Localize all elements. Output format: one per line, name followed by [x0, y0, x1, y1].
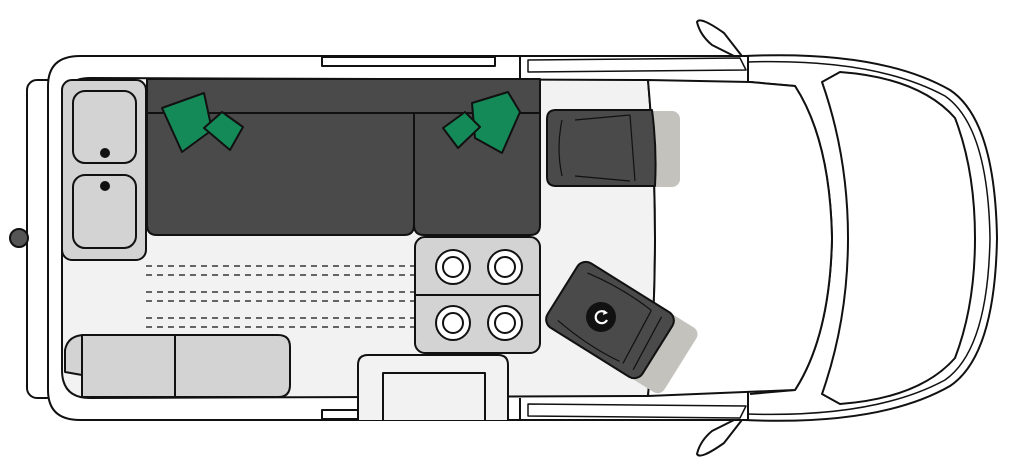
cab-outline-inner	[747, 60, 991, 416]
window-top	[321, 56, 496, 67]
entry-step-inner	[382, 372, 486, 420]
driver-seat	[546, 109, 657, 187]
mirror-top	[696, 19, 746, 61]
sofa-seat-right	[413, 112, 541, 236]
cushion-2	[203, 111, 244, 151]
bed-extension-lines	[146, 265, 414, 328]
cushion-4	[442, 111, 481, 149]
sink-bottom	[72, 174, 137, 249]
cab-floor	[647, 79, 833, 397]
driver-seat-lines	[558, 114, 636, 182]
sink-top	[72, 90, 137, 164]
rear-door-handle	[9, 228, 29, 248]
front-door-bottom	[527, 403, 747, 419]
mirror-bottom	[696, 415, 746, 457]
front-door-top	[527, 57, 747, 73]
windshield	[821, 71, 976, 405]
rotate-icon	[586, 302, 616, 332]
burners	[435, 249, 523, 341]
sink-drain-top	[100, 148, 110, 158]
entry-step	[357, 354, 509, 420]
sink-drain-bottom	[100, 181, 110, 191]
rear-bench	[81, 334, 291, 398]
